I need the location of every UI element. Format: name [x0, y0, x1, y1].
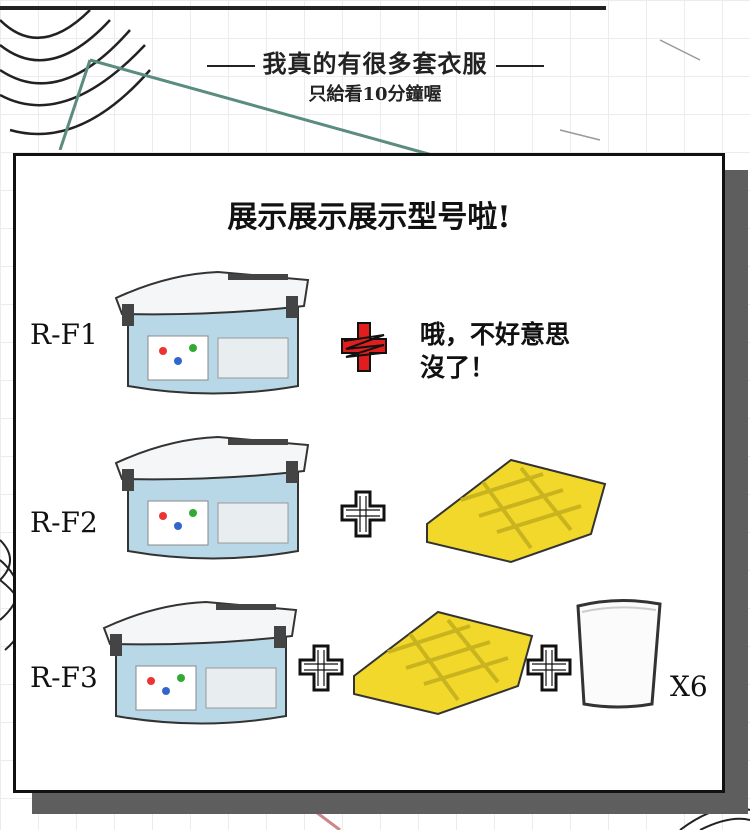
row-label-rf1: R-F1: [30, 318, 98, 351]
header-subtitle: 只給看10分鐘喔: [308, 84, 442, 105]
storage-box-image: [102, 600, 298, 725]
panel-title: 展示展示展示型号啦!: [227, 200, 511, 235]
header-title: 我真的有很多套衣服: [0, 44, 750, 79]
out-of-stock-note: 哦，不好意思 沒了！: [420, 318, 570, 384]
plus-icon: [526, 644, 572, 692]
note-line-2: 沒了！: [420, 353, 496, 382]
plus-icon: [340, 490, 386, 538]
storage-box-image: [114, 435, 310, 560]
product-panel: 展示展示展示型号啦! R-F1 哦，不好意思 沒了！ R-F2: [13, 153, 725, 793]
storage-box-image: [114, 270, 310, 395]
row-label-rf3: R-F3: [30, 661, 98, 694]
yellow-divider-tray-image: [426, 458, 607, 564]
crossed-plus-icon: [341, 322, 387, 372]
title-dash-right: [495, 64, 544, 67]
title-dash-left: [206, 64, 255, 67]
quantity-label: X6: [670, 670, 708, 703]
top-rule: [0, 6, 606, 10]
plus-icon: [298, 644, 344, 692]
row-label-rf2: R-F2: [30, 506, 98, 539]
white-cup-container-image: [576, 598, 662, 709]
yellow-divider-tray-image: [353, 610, 534, 716]
note-line-1: 哦，不好意思: [420, 320, 571, 349]
swirl-decoration-top-left: [0, 9, 151, 150]
header-title-text: 我真的有很多套衣服: [262, 49, 488, 78]
